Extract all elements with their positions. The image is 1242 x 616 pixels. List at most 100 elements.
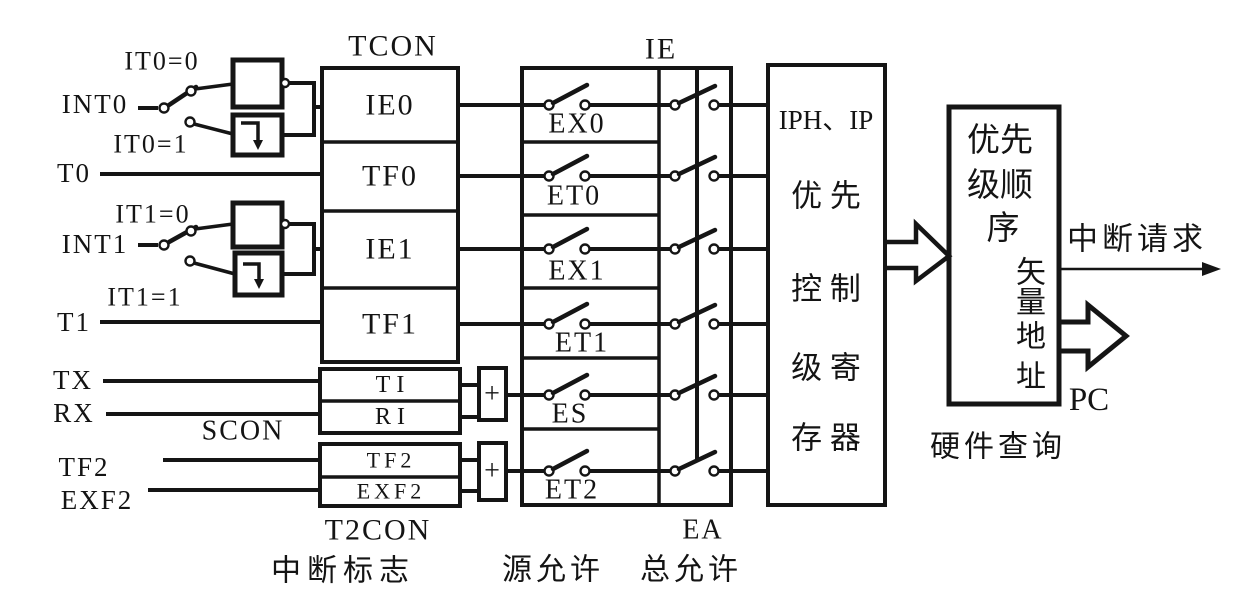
int1-edge-wire	[193, 261, 236, 276]
ea-switch-row-3	[669, 227, 768, 255]
int0-level-wire	[194, 82, 234, 91]
switch-label-es: ES	[552, 399, 589, 430]
hardware-query-box	[946, 104, 1062, 407]
label-rx: RX	[53, 398, 95, 428]
input-wires	[100, 106, 322, 492]
label-t0: T0	[57, 158, 91, 188]
switch-et2: ET2	[543, 448, 671, 506]
hardware-query-block: 优先 级顺 序 矢 量 地 址 硬件查询	[930, 104, 1066, 464]
ea-switch-row-2	[669, 154, 768, 182]
label-it1-eq-1: IT1=1	[107, 283, 182, 312]
switch-label-ex1: EX1	[548, 256, 605, 287]
source-enable-caption: 源允许	[502, 554, 604, 587]
int1-trigger-selector	[158, 200, 322, 298]
query-row-2: 级顺	[967, 167, 1033, 204]
int1-merge-wire	[282, 222, 316, 276]
switch-label-et1: ET1	[555, 328, 609, 359]
hardware-query-caption: 硬件查询	[930, 431, 1066, 464]
scon-title: SCON	[202, 416, 285, 447]
label-t1: T1	[57, 307, 91, 337]
tcon-cell-ie1: IE1	[365, 233, 414, 266]
tcon-cell-tf0: TF0	[362, 160, 418, 193]
interrupt-request-arrowhead	[1202, 262, 1221, 276]
label-exf2-input: EXF2	[61, 485, 134, 515]
falling-edge-icon	[241, 121, 263, 150]
ea-switch-row-1	[669, 83, 768, 111]
int0-edge-wire	[193, 122, 234, 136]
ea-switch-row-4	[669, 302, 768, 330]
label-it0-eq-1: IT0=1	[113, 130, 188, 159]
switch-et1: ET1	[543, 301, 671, 359]
tcon-title: TCON	[348, 30, 438, 63]
pc-vector-arrow	[1059, 299, 1130, 373]
query-row-3: 序	[987, 210, 1020, 247]
or-gates: + +	[460, 366, 545, 502]
switch-label-et2: ET2	[545, 475, 599, 506]
vector-char-2: 量	[1016, 287, 1046, 320]
falling-edge-icon	[243, 262, 264, 289]
interrupt-request-label: 中断请求	[1067, 222, 1207, 257]
t2con-cell-exf2: EXF2	[357, 479, 426, 504]
int1-lower-contact	[184, 255, 196, 267]
scon-cell-ti: TI	[376, 372, 411, 398]
int0-trigger-selector	[158, 57, 322, 158]
interrupt-flags-caption: 中断标志	[271, 555, 415, 588]
ie-register: IE	[520, 33, 733, 507]
outputs: 中断请求 PC	[1059, 222, 1221, 418]
or-plus-symbol: +	[484, 456, 500, 487]
t2con-title: T2CON	[325, 514, 432, 547]
int0-lower-contact	[184, 116, 196, 128]
global-enable-caption: 总允许	[640, 554, 742, 587]
tcon-cell-ie0: IE0	[365, 89, 414, 122]
label-tx: TX	[53, 365, 93, 395]
label-it1-eq-0: IT1=0	[115, 200, 190, 229]
t2con-register: TF2 EXF2 T2CON	[318, 442, 462, 547]
vector-char-3: 地	[1016, 321, 1046, 354]
int0-output-contact	[279, 77, 291, 89]
int1-level-trigger-box	[230, 200, 285, 250]
priority-register-title: IPH、IP	[779, 105, 874, 135]
int0-level-trigger-box	[230, 57, 285, 110]
switch-label-et0: ET0	[547, 181, 601, 212]
t2con-cell-tf2: TF2	[367, 448, 416, 473]
ie-switches: EX0 ET0 EX1 ET1	[543, 82, 671, 506]
tcon-cell-tf1: TF1	[362, 308, 418, 341]
vector-char-1: 矢	[1016, 257, 1046, 290]
switch-ex0: EX0	[543, 82, 671, 140]
switch-et0: ET0	[543, 153, 671, 212]
priority-register-box	[766, 63, 887, 507]
priority-register-line-2: 控 制	[791, 272, 861, 307]
switch-label-ex0: EX0	[548, 109, 605, 140]
int0-pivot-contact	[158, 102, 170, 114]
scon-register: TI RI SCON	[202, 367, 462, 447]
tcon-box	[320, 66, 460, 364]
priority-to-query-arrow	[884, 218, 953, 286]
pc-label: PC	[1069, 382, 1109, 418]
int0-upper-contact	[185, 85, 197, 97]
scon-cell-ri: RI	[375, 404, 411, 430]
switch-es: ES	[543, 372, 671, 430]
t2con-box	[318, 442, 462, 508]
ea-switch-row-6	[669, 449, 768, 477]
ea-title: EA	[682, 515, 723, 546]
vector-char-4: 址	[1016, 361, 1046, 394]
tcon-register: TCON IE0 TF0 IE1 TF1	[320, 30, 460, 364]
ea-switches: EA	[669, 83, 768, 546]
or-plus-symbol: +	[484, 379, 500, 410]
input-labels: IT0=0 INT0 IT0=1 T0 IT1=0 INT1 IT1=1 T1 …	[53, 47, 199, 516]
int1-output-contact	[279, 218, 291, 230]
ie-title: IE	[645, 33, 677, 66]
switch-ex1: EX1	[543, 226, 671, 287]
label-int0: INT0	[62, 89, 128, 119]
priority-register-line-4: 存 器	[791, 421, 861, 456]
priority-register: IPH、IP 优 先 控 制 级 寄 存 器	[766, 63, 887, 507]
label-tf2-input: TF2	[58, 452, 109, 482]
int1-upper-contact	[185, 225, 197, 237]
int0-merge-wire	[282, 81, 316, 137]
priority-register-line-3: 级 寄	[791, 351, 861, 386]
priority-register-line-1: 优 先	[791, 179, 861, 214]
int1-pivot-contact	[158, 239, 170, 251]
label-it0-eq-0: IT0=0	[124, 47, 199, 76]
